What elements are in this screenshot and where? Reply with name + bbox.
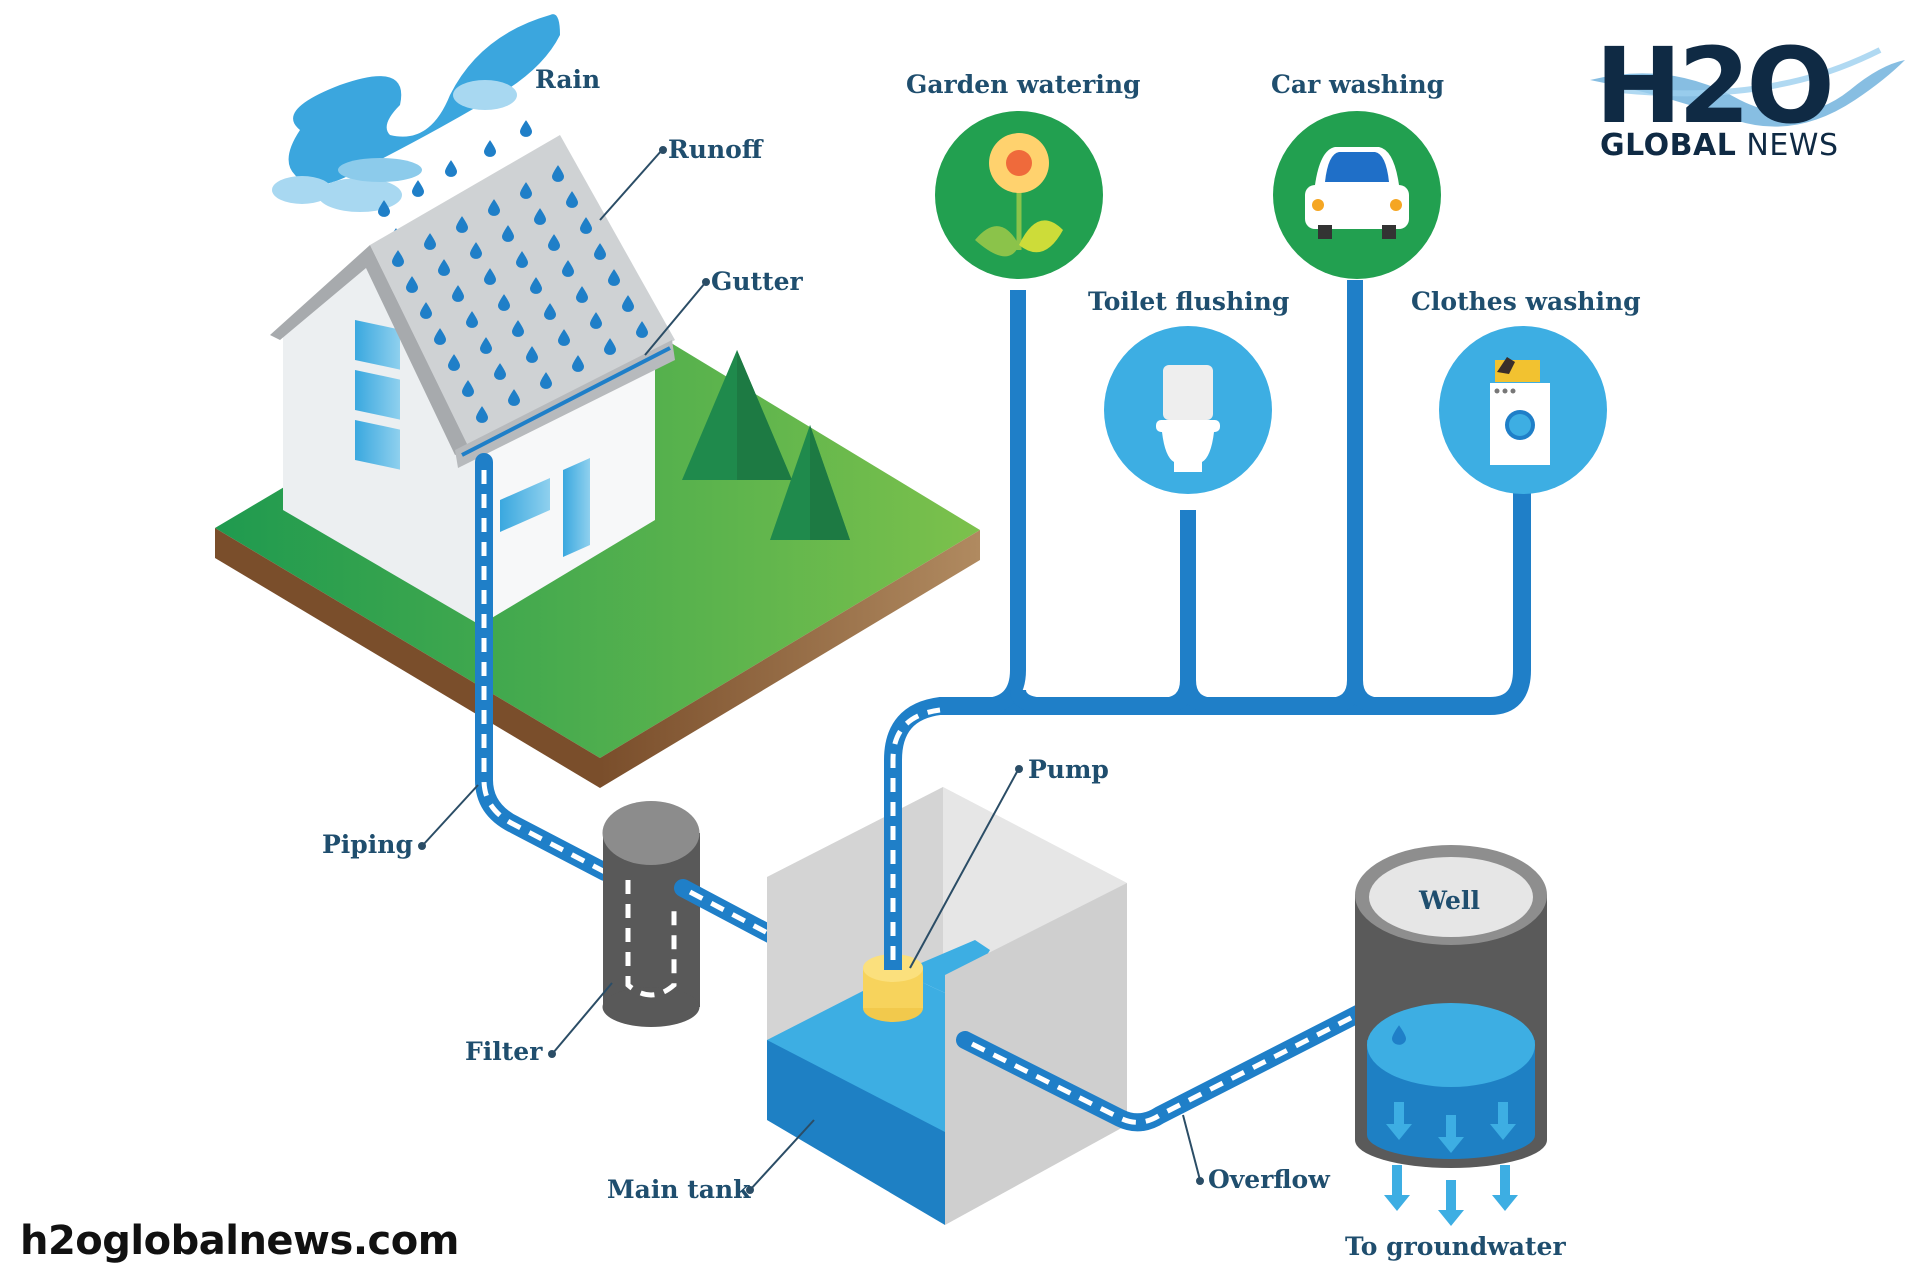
overflow-pipe — [956, 986, 1404, 1132]
label-clothes-washing: Clothes washing — [1411, 287, 1641, 316]
use-garden-watering — [935, 111, 1103, 279]
washing-machine-icon — [1490, 357, 1550, 465]
use-clothes-washing — [1439, 326, 1607, 494]
label-garden-watering: Garden watering — [906, 70, 1141, 99]
water-splash-icon — [1590, 47, 1905, 127]
groundwater-arrows — [1384, 1102, 1518, 1226]
logo-subtitle: GLOBAL NEWS — [1600, 128, 1839, 163]
label-pump: Pump — [1028, 755, 1109, 784]
website-url: h2oglobalnews.com — [20, 1218, 459, 1264]
label-rain: Rain — [535, 65, 600, 94]
label-car-washing: Car washing — [1271, 70, 1444, 99]
label-gutter: Gutter — [711, 267, 804, 296]
use-car-washing — [1273, 111, 1441, 279]
use-toilet-flushing — [1104, 326, 1272, 494]
tree — [770, 425, 850, 540]
downpipe — [475, 453, 614, 881]
well — [1355, 845, 1547, 1226]
label-piping: Piping — [322, 830, 413, 859]
label-filter: Filter — [465, 1037, 543, 1066]
label-to-groundwater: To groundwater — [1345, 1232, 1566, 1261]
h2o-global-news-logo: H2O GLOBAL NEWS — [1580, 20, 1910, 170]
logo-subtitle-bold: GLOBAL — [1600, 128, 1737, 163]
label-well: Well — [1418, 886, 1480, 915]
sunflower-icon — [975, 133, 1063, 257]
leader-lines — [418, 146, 1204, 1194]
label-main-tank: Main tank — [607, 1175, 751, 1204]
filter-unit — [602, 801, 700, 1027]
label-runoff: Runoff — [668, 135, 764, 164]
house — [270, 135, 675, 625]
car-icon — [1305, 147, 1409, 239]
label-toilet-flushing: Toilet flushing — [1088, 287, 1289, 316]
main-tank — [767, 787, 1127, 1225]
logo-subtitle-light: NEWS — [1736, 128, 1839, 163]
rain-cloud — [272, 14, 560, 212]
supply-pipe — [884, 280, 1531, 970]
tree — [682, 350, 792, 480]
label-overflow: Overflow — [1208, 1165, 1331, 1194]
toilet-icon — [1156, 365, 1220, 472]
logo-h2o-text: H2O — [1595, 25, 1835, 147]
